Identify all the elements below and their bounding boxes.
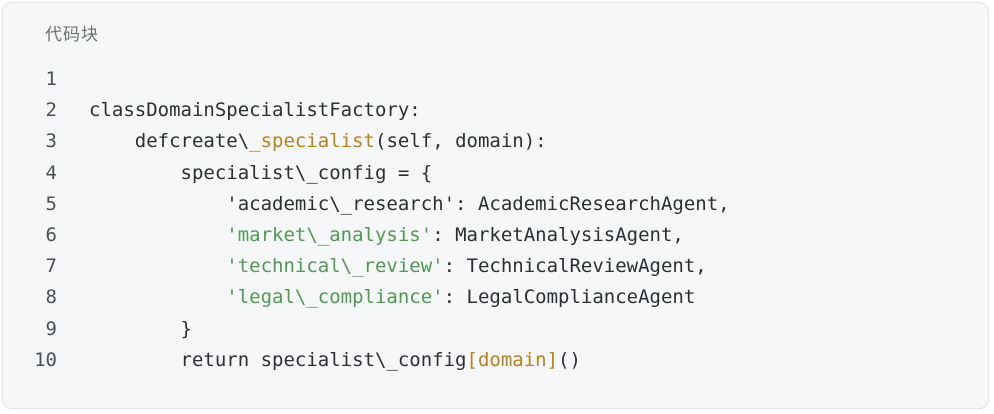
code-token: classDomainSpecialistFactory: — [89, 99, 421, 122]
code-line: 3 defcreate\_specialist(self, domain): — [3, 126, 988, 157]
code-line: 9 } — [3, 314, 988, 345]
code-block: 代码块 1 2 classDomainSpecialistFactory: 3 def… — [2, 2, 989, 409]
code-line: 5 'academic\_research': AcademicResearch… — [3, 189, 988, 220]
code-token: defcreate\ — [134, 130, 250, 153]
line-code: classDomainSpecialistFactory: — [89, 95, 421, 126]
code-token: : TechnicalReviewAgent, — [443, 255, 707, 278]
line-number: 7 — [45, 255, 57, 278]
line-code: 'market\_analysis': MarketAnalysisAgent, — [89, 220, 684, 251]
line-code: } — [89, 314, 192, 345]
code-line: 8 'legal\_compliance': LegalComplianceAg… — [3, 282, 988, 313]
code-token: () — [558, 348, 581, 371]
function-token: _specialist — [249, 130, 375, 153]
line-number: 6 — [45, 223, 57, 246]
line-code: specialist\_config = { — [89, 158, 433, 189]
string-token: 'legal\_compliance' — [226, 286, 444, 309]
line-number: 1 — [45, 68, 57, 90]
line-code: defcreate\_specialist(self, domain): — [89, 126, 547, 157]
code-token: 'academic\_research': AcademicResearchAg… — [226, 192, 730, 215]
line-code: 'academic\_research': AcademicResearchAg… — [89, 189, 730, 220]
code-token: specialist\_config = { — [180, 161, 433, 184]
line-number: 10 — [34, 348, 57, 371]
line-number: 5 — [45, 192, 57, 215]
code-token: } — [180, 317, 192, 340]
code-line: 1 — [3, 64, 988, 95]
line-code: 'legal\_compliance': LegalComplianceAgen… — [89, 282, 695, 313]
code-line: 4 specialist\_config = { — [3, 158, 988, 189]
code-body[interactable]: 1 2 classDomainSpecialistFactory: 3 defcrea… — [3, 64, 988, 376]
string-token: 'market\_analysis' — [226, 223, 433, 246]
line-number: 3 — [45, 130, 57, 153]
code-block-title: 代码块 — [45, 25, 99, 45]
code-token: : LegalComplianceAgent — [443, 286, 696, 309]
code-line: 2 classDomainSpecialistFactory: — [3, 95, 988, 126]
code-line: 6 'market\_analysis': MarketAnalysisAgen… — [3, 220, 988, 251]
code-line: 7 'technical\_review': TechnicalReviewAg… — [3, 251, 988, 282]
function-token: [domain] — [466, 348, 559, 371]
line-number: 8 — [45, 286, 57, 309]
code-line: 10 return specialist\_config[domain]() — [3, 345, 988, 376]
line-number: 9 — [45, 317, 57, 340]
code-token: (self, domain): — [375, 130, 547, 153]
string-token: 'technical\_review' — [226, 255, 444, 278]
line-code: return specialist\_config[domain]() — [89, 345, 581, 376]
line-code: 'technical\_review': TechnicalReviewAgen… — [89, 251, 707, 282]
line-number: 4 — [45, 161, 57, 184]
code-token: : MarketAnalysisAgent, — [432, 223, 684, 246]
code-token: return specialist\_config — [180, 348, 467, 371]
line-number: 2 — [45, 99, 57, 122]
